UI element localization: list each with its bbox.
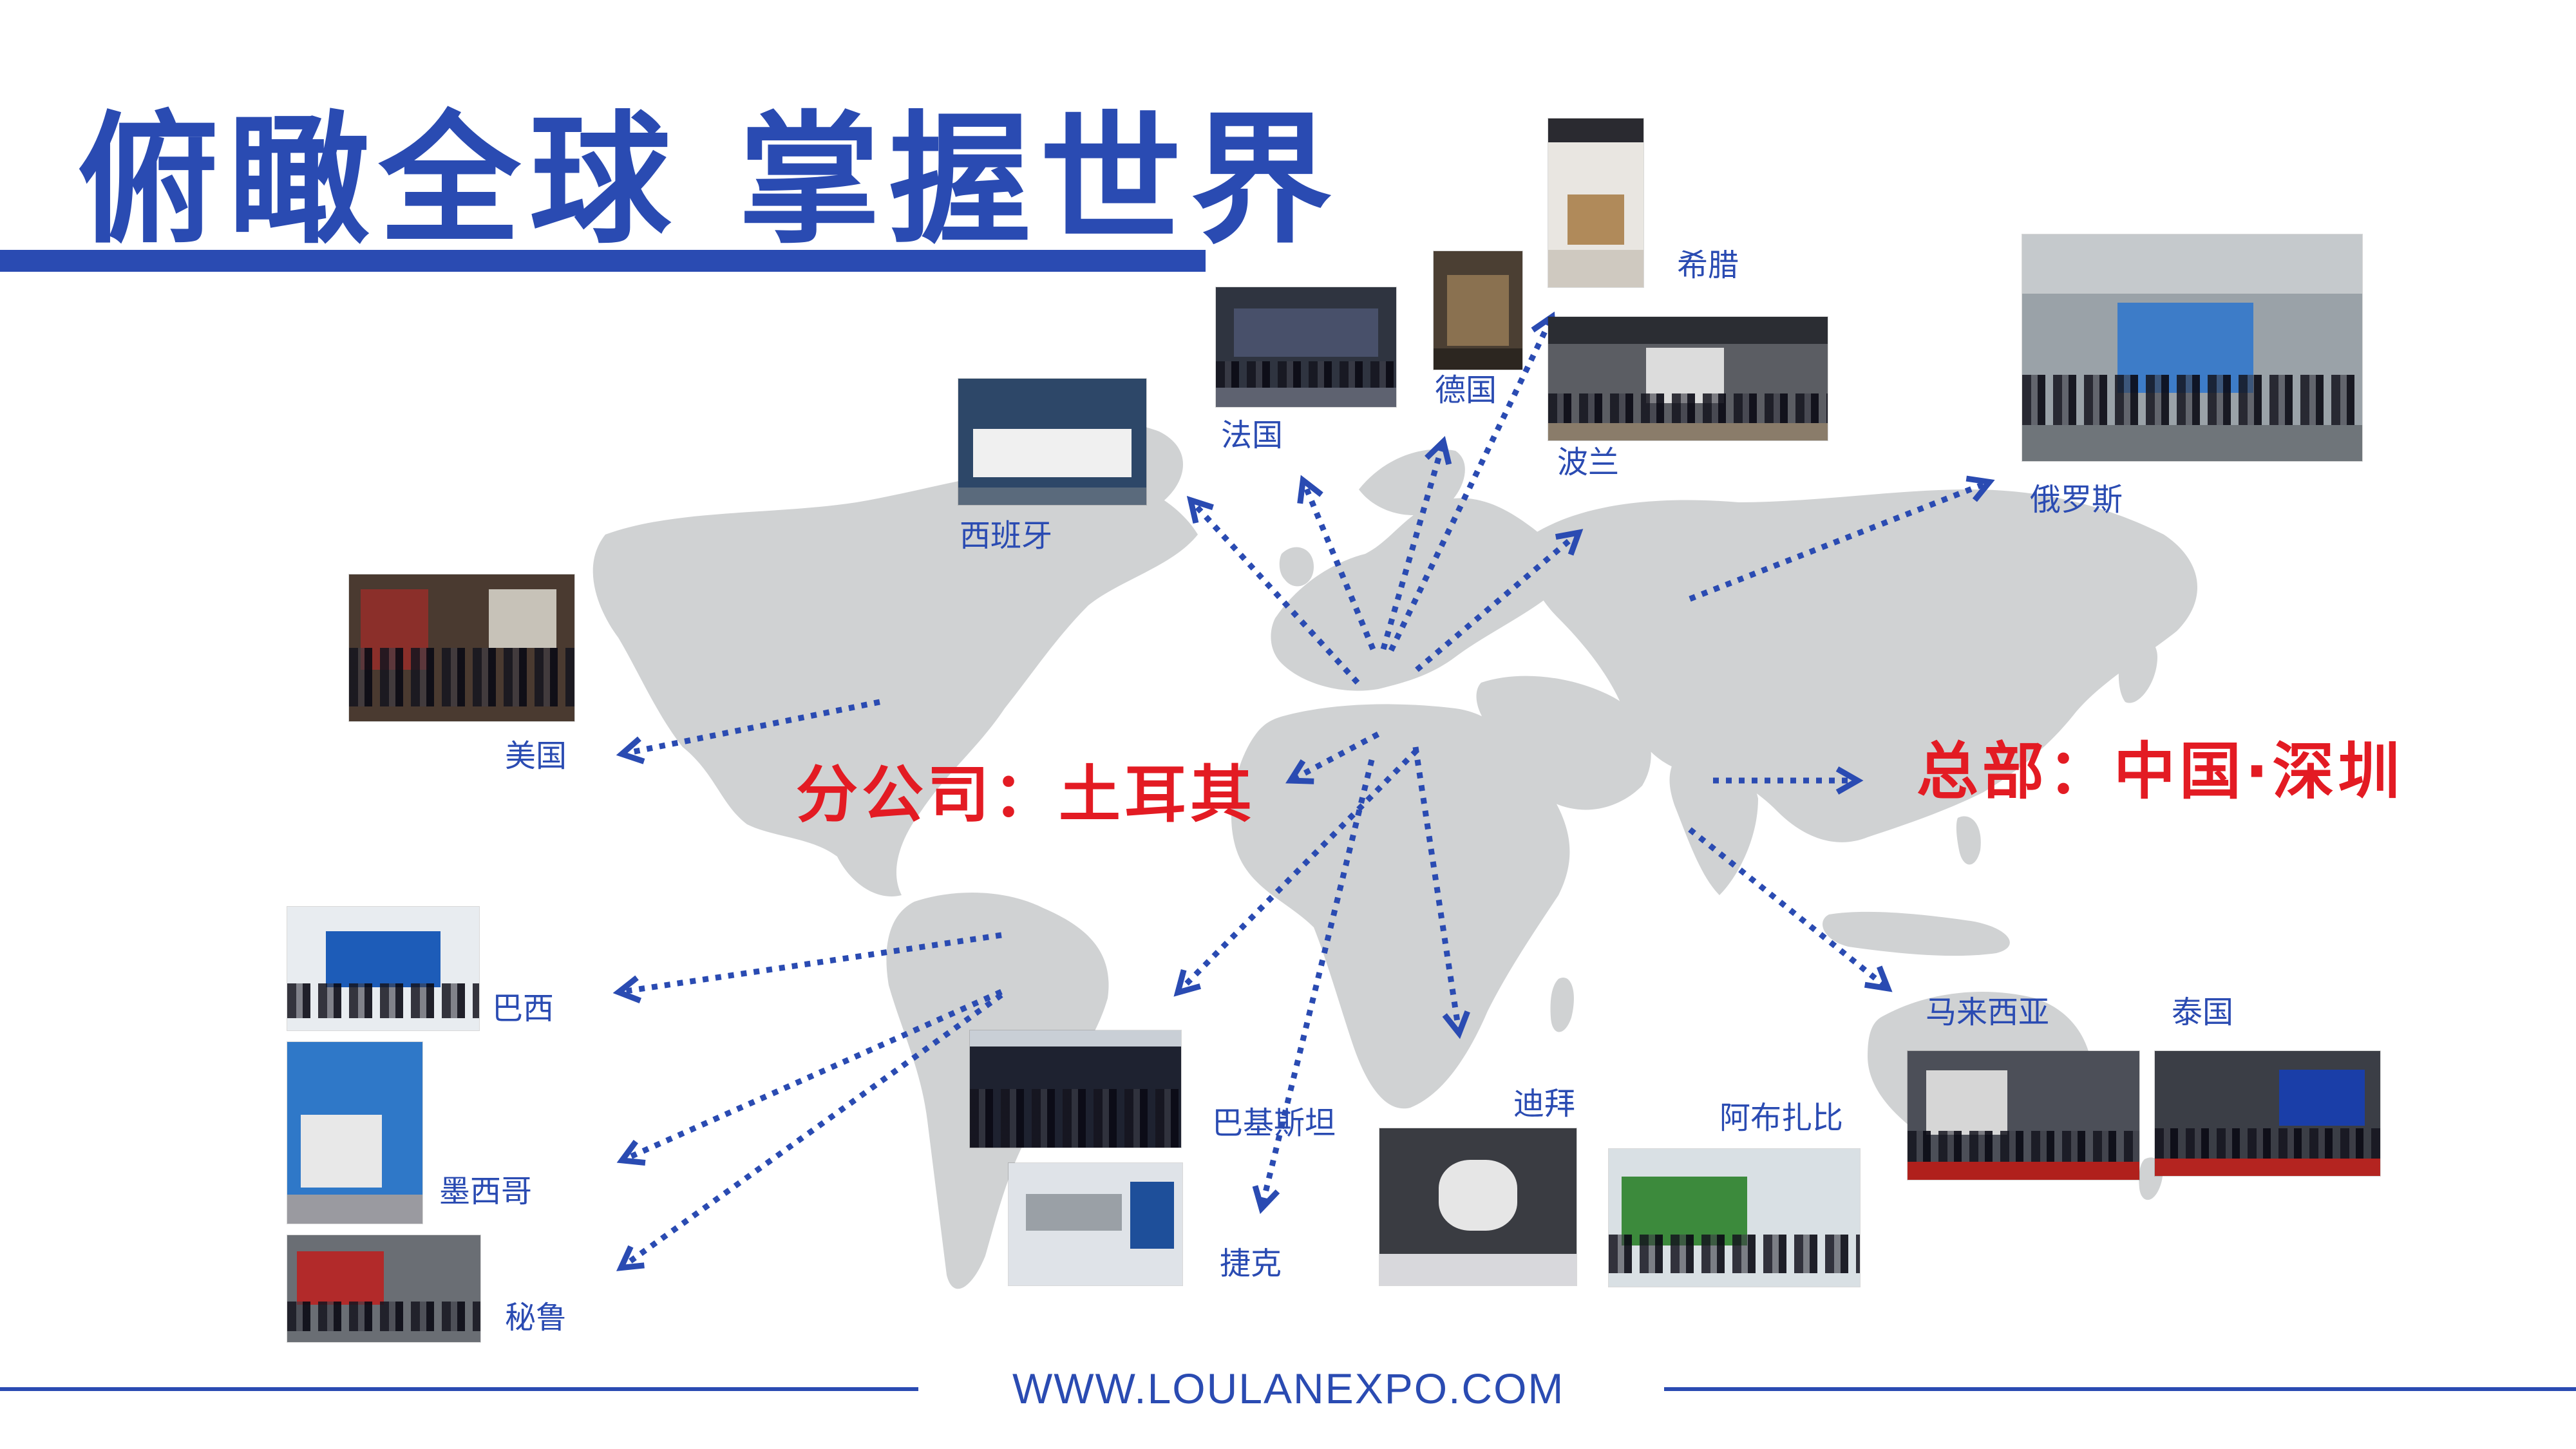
photo-abudhabi bbox=[1609, 1149, 1860, 1287]
japan-shape bbox=[2118, 637, 2157, 703]
arrow-to-poland bbox=[1415, 529, 1584, 672]
photo-pakistan bbox=[970, 1030, 1181, 1148]
arrow-to-greece bbox=[1388, 311, 1557, 652]
arrow-to-malaysia bbox=[1688, 827, 1893, 992]
photo-germany bbox=[1434, 251, 1522, 370]
label-france: 法国 bbox=[1221, 417, 1283, 453]
headquarters-label: 总部：中国·深圳 bbox=[1917, 735, 2404, 808]
arrow-to-branch bbox=[1285, 732, 1380, 784]
india-shape bbox=[1669, 758, 1758, 895]
page-title: 俯瞰全球 掌握世界 bbox=[77, 98, 1341, 263]
arrows bbox=[612, 311, 1995, 1271]
photo-usa bbox=[349, 574, 574, 721]
middle-east-shape bbox=[1476, 676, 1651, 810]
label-malaysia: 马来西亚 bbox=[1926, 994, 2050, 1030]
photo-peru bbox=[287, 1235, 480, 1342]
photo-malaysia bbox=[1908, 1051, 2139, 1180]
photo-greece bbox=[1548, 118, 1643, 287]
label-thailand: 泰国 bbox=[2172, 994, 2234, 1030]
africa-shape bbox=[1231, 704, 1570, 1109]
label-russia: 俄罗斯 bbox=[2030, 482, 2123, 518]
arrow-to-russia bbox=[1689, 475, 1995, 602]
photo-poland bbox=[1548, 317, 1828, 440]
label-abudhabi: 阿布扎比 bbox=[1719, 1100, 1844, 1136]
footer-website[interactable]: WWW.LOULANEXPO.COM bbox=[1012, 1365, 1565, 1412]
continents bbox=[592, 420, 2198, 1289]
footer-line-left bbox=[0, 1387, 918, 1391]
title-underline bbox=[0, 250, 1206, 272]
label-spain: 西班牙 bbox=[960, 518, 1053, 554]
branch-office-label: 分公司：土耳其 bbox=[796, 759, 1256, 831]
arrow-to-france bbox=[1297, 475, 1376, 650]
north-america-shape bbox=[592, 469, 1198, 896]
arrow-to-dubai bbox=[1412, 746, 1470, 1039]
label-usa: 美国 bbox=[505, 738, 567, 774]
arrow-to-usa bbox=[616, 699, 880, 764]
label-germany: 德国 bbox=[1435, 372, 1497, 408]
arrow-to-mexico bbox=[616, 989, 1003, 1166]
arrow-to-germany bbox=[1380, 435, 1452, 650]
photo-brazil bbox=[287, 907, 479, 1030]
arrow-to-pakistan bbox=[1173, 748, 1419, 997]
philippines-shape bbox=[1956, 816, 1981, 865]
footer-line-right bbox=[1664, 1387, 2576, 1391]
photo-czech bbox=[1009, 1163, 1182, 1285]
photo-thailand bbox=[2155, 1051, 2380, 1176]
label-brazil: 巴西 bbox=[492, 990, 554, 1027]
label-czech: 捷克 bbox=[1220, 1245, 1282, 1282]
photo-dubai bbox=[1379, 1128, 1577, 1285]
madagascar-shape bbox=[1550, 978, 1574, 1032]
photo-mexico bbox=[287, 1042, 422, 1224]
label-greece: 希腊 bbox=[1677, 247, 1739, 283]
label-pakistan: 巴基斯坦 bbox=[1212, 1105, 1336, 1141]
label-dubai: 迪拜 bbox=[1513, 1086, 1576, 1122]
europe-shape bbox=[1271, 498, 1560, 691]
photo-spain bbox=[958, 379, 1146, 505]
scandinavia-shape bbox=[1359, 449, 1465, 515]
photo-russia bbox=[2022, 234, 2362, 461]
indonesia-shape bbox=[1823, 911, 2010, 956]
label-poland: 波兰 bbox=[1557, 444, 1620, 480]
arrow-to-peru bbox=[616, 992, 1003, 1271]
arrow-to-spain bbox=[1186, 495, 1360, 685]
asia-shape bbox=[1528, 489, 2198, 842]
uk-shape bbox=[1279, 547, 1314, 587]
label-peru: 秘鲁 bbox=[505, 1300, 567, 1336]
photo-france bbox=[1216, 287, 1396, 407]
label-mexico: 墨西哥 bbox=[439, 1173, 533, 1209]
